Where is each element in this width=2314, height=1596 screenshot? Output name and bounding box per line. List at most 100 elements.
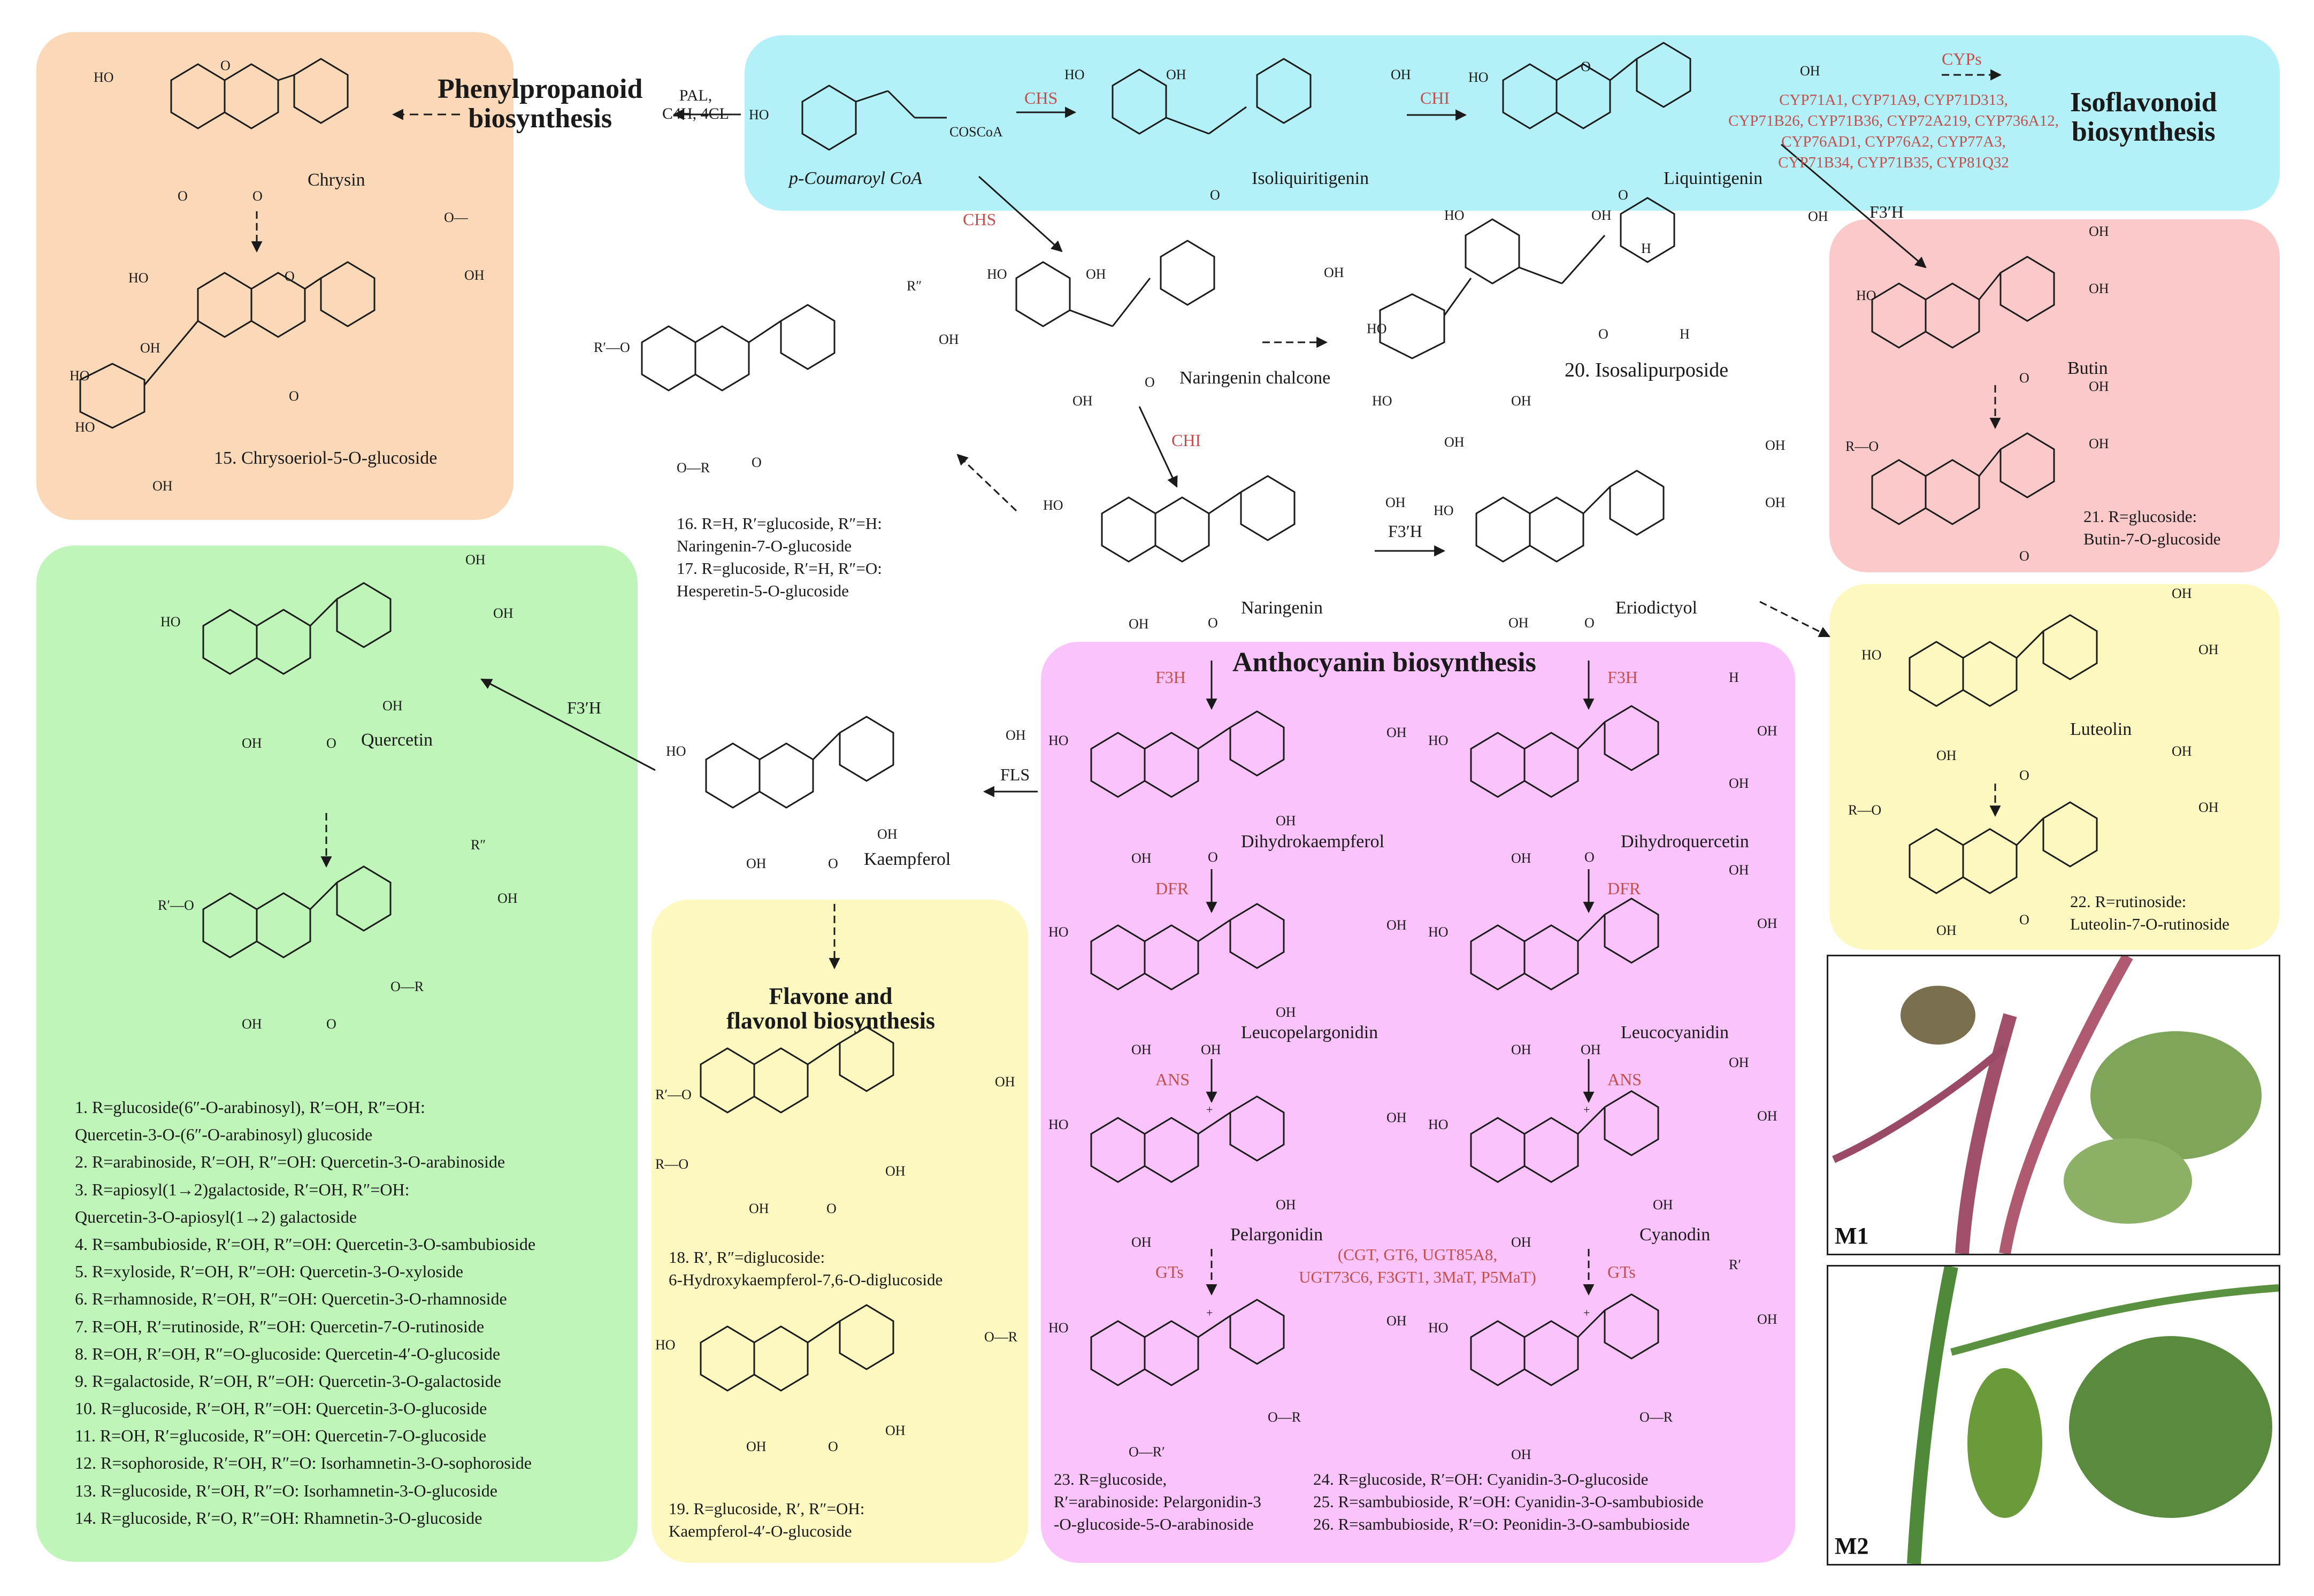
leucopelargonidin-oh-3: OH (1131, 1042, 1152, 1057)
dfr-right-label: DFR (1607, 879, 1641, 898)
isosalipurposide-sugar-ho-2: HO (1372, 393, 1392, 409)
leucopelargonidin-ho: HO (1048, 924, 1069, 940)
plant-illustration-m2 (1907, 1267, 2279, 1564)
naringenin-deriv-or: O—R (677, 460, 710, 475)
hydroxykaempferol-label: 18. R′, R″=diglucoside: 6-Hydroxykaempfe… (669, 1248, 943, 1289)
quercetin-list-item: 7. R=OH, R′=rutinoside, R″=OH: Quercetin… (75, 1316, 485, 1336)
pelargonidin-deriv-plus: + (1206, 1306, 1213, 1319)
eriodictyol-oh-3: OH (1508, 615, 1529, 631)
luteolin-glucoside-label: 22. R=rutinoside: Luteolin-7-O-rutinosid… (2070, 892, 2229, 933)
liquintigenin-4-o: O (1618, 187, 1628, 203)
luteolin-oh-3: OH (1936, 748, 1957, 763)
flavone-heading: Flavone and flavonol biosynthesis (726, 983, 935, 1034)
naringenin-chalcone-label: Naringenin chalcone (1179, 368, 1331, 388)
isosalipurposide-ho: HO (1444, 208, 1465, 223)
anthocyanin-heading: Anthocyanin biosynthesis (1232, 647, 1536, 678)
naringenin-oh-2: OH (1129, 616, 1149, 632)
isosalipurposide-h-1: H (1641, 241, 1651, 256)
chi-label-2: CHI (1171, 431, 1201, 450)
flavone-18-oh-1: OH (995, 1074, 1015, 1089)
leucopelargonidin-oh-4: OH (1201, 1042, 1221, 1057)
flavone-19-oh-2: OH (885, 1423, 906, 1438)
chrysin-4-o: O (252, 188, 263, 204)
pelargonidin-deriv-oh: OH (1386, 1313, 1407, 1329)
pelargonidin-deriv-label: 23. R=glucoside, R′=arabinoside: Pelargo… (1054, 1470, 1261, 1533)
quercetin-oh-1: OH (465, 552, 486, 567)
butin-glucoside-oh-2: OH (2089, 436, 2109, 451)
chrysoeriol-ome: O— (444, 210, 468, 225)
quercetin-list-item: 4. R=sambubioside, R′=OH, R″=OH: Quercet… (75, 1234, 536, 1254)
cyanidin-derivs-label: 24. R=glucoside, R′=OH: Cyanidin-3-O-glu… (1313, 1470, 1704, 1533)
pelargonidin-label: Pelargonidin (1230, 1225, 1323, 1245)
pelargonidin-deriv-or-prime: O—R′ (1129, 1444, 1165, 1460)
luteolin-deriv-oh-2: OH (2198, 800, 2219, 815)
quercetin-list-item: 6. R=rhamnoside, R′=OH, R″=OH: Quercetin… (75, 1289, 507, 1309)
f3h-left-label: F3H (1155, 667, 1186, 687)
luteolin-ho: HO (1861, 647, 1882, 663)
quercetin-4-o: O (326, 735, 336, 751)
naringenin-deriv-ro-prime: R′—O (594, 340, 630, 355)
luteolin-deriv-oh-3: OH (1936, 923, 1957, 938)
plant-photo-m2: M2 (1827, 1265, 2280, 1566)
chalcone-ho: HO (987, 266, 1007, 282)
naringenin-derivs-label: 16. R=H, R′=glucoside, R″=H: Naringenin-… (677, 514, 882, 600)
leucocyanidin-oh-4: OH (1581, 1042, 1601, 1057)
gts-right-label: GTs (1607, 1262, 1636, 1282)
eriodictyol-oh-1: OH (1765, 438, 1786, 453)
chrysin-ring-o: O (220, 58, 231, 73)
flavone-19-oh-3: OH (746, 1439, 767, 1454)
pelargonidin-plus: + (1206, 1103, 1213, 1116)
isoliquiritigenin-oh-1: OH (1166, 67, 1186, 82)
isoflavonoid-heading: Isoflavonoid biosynthesis (2070, 87, 2217, 147)
pelargonidin-deriv-ho: HO (1048, 1320, 1069, 1336)
chrysoeriol-ring-o: O (285, 268, 295, 284)
f3h-right-label: F3H (1607, 667, 1638, 687)
dihydroquercetin-oh-2: OH (1729, 776, 1749, 791)
naringenin-4-o: O (1208, 615, 1218, 631)
naringenin-deriv-oh: OH (939, 332, 959, 347)
luteolin-oh-1: OH (2172, 586, 2192, 601)
flavone-18-ro-prime: R′—O (655, 1087, 692, 1102)
naringenin-deriv-4-o: O (752, 455, 762, 470)
butin-label: Butin (2067, 358, 2108, 378)
leucopelargonidin-oh-2: OH (1276, 1004, 1296, 1020)
dihydroquercetin-oh-1: OH (1757, 723, 1777, 739)
liquintigenin-ho: HO (1468, 70, 1489, 85)
quercetin-ho: HO (160, 614, 181, 630)
pelargonidin-oh-3: OH (1131, 1234, 1152, 1250)
quercetin-list-item: 11. R=OH, R′=glucoside, R″=OH: Quercetin… (75, 1426, 487, 1446)
kaempferol-oh-3: OH (746, 856, 767, 871)
butin-glucoside-label: 21. R=glucoside: Butin-7-O-glucoside (2083, 507, 2221, 548)
isosalipurposide-oh-1: OH (1591, 208, 1612, 223)
chrysoeriol-4-o: O (289, 388, 299, 404)
coumaroyl-coa-group: COSCoA (949, 124, 1003, 140)
luteolin-deriv-ro: R—O (1848, 802, 1882, 818)
chrysoeriol-sugar-ho-2: HO (75, 419, 95, 435)
flavone-18-4-o: O (826, 1201, 837, 1216)
quercetin-list-item: 8. R=OH, R′=OH, R″=O-glucoside: Querceti… (75, 1344, 501, 1363)
dihydrokaempferol-oh-2: OH (1276, 813, 1296, 828)
quercetin-deriv-oh-1: OH (497, 891, 518, 906)
flavone-18-ro: R—O (655, 1156, 689, 1172)
kaempferol-glucoside-label: 19. R=glucoside, R′, R″=OH: Kaempferol-4… (669, 1499, 865, 1540)
chrysoeriol-sugar-oh-1: OH (140, 340, 160, 356)
dihydroquercetin-oh-3: OH (1511, 850, 1531, 866)
liquintigenin-oh: OH (1800, 63, 1820, 79)
isoflavonoid-panel (745, 35, 2280, 211)
pelargonidin-ho: HO (1048, 1117, 1069, 1132)
chrysoeriol-label: 15. Chrysoeriol-5-O-glucoside (214, 448, 438, 468)
leucocyanidin-oh-1: OH (1729, 862, 1749, 878)
quercetin-derivative-list: 1. R=glucoside(6″-O-arabinosyl), R′=OH, … (75, 1094, 631, 1532)
cyanodin-oh-3: OH (1653, 1197, 1673, 1213)
plant-photo-m1: M1 (1827, 955, 2280, 1255)
quercetin-list-item: 13. R=glucoside, R′=OH, R″=O: Isorhamnet… (75, 1480, 497, 1500)
dihydroquercetin-4-o: O (1584, 849, 1595, 865)
leucopelargonidin-oh-1: OH (1386, 917, 1407, 933)
cyanidin-deriv-or: O—R (1639, 1409, 1673, 1425)
dihydroquercetin-ho: HO (1428, 733, 1449, 748)
cyanodin-plus: + (1583, 1103, 1590, 1116)
dihydrokaempferol-label: Dihydrokaempferol (1241, 832, 1385, 851)
kaempferol-oh-1: OH (1006, 727, 1026, 743)
